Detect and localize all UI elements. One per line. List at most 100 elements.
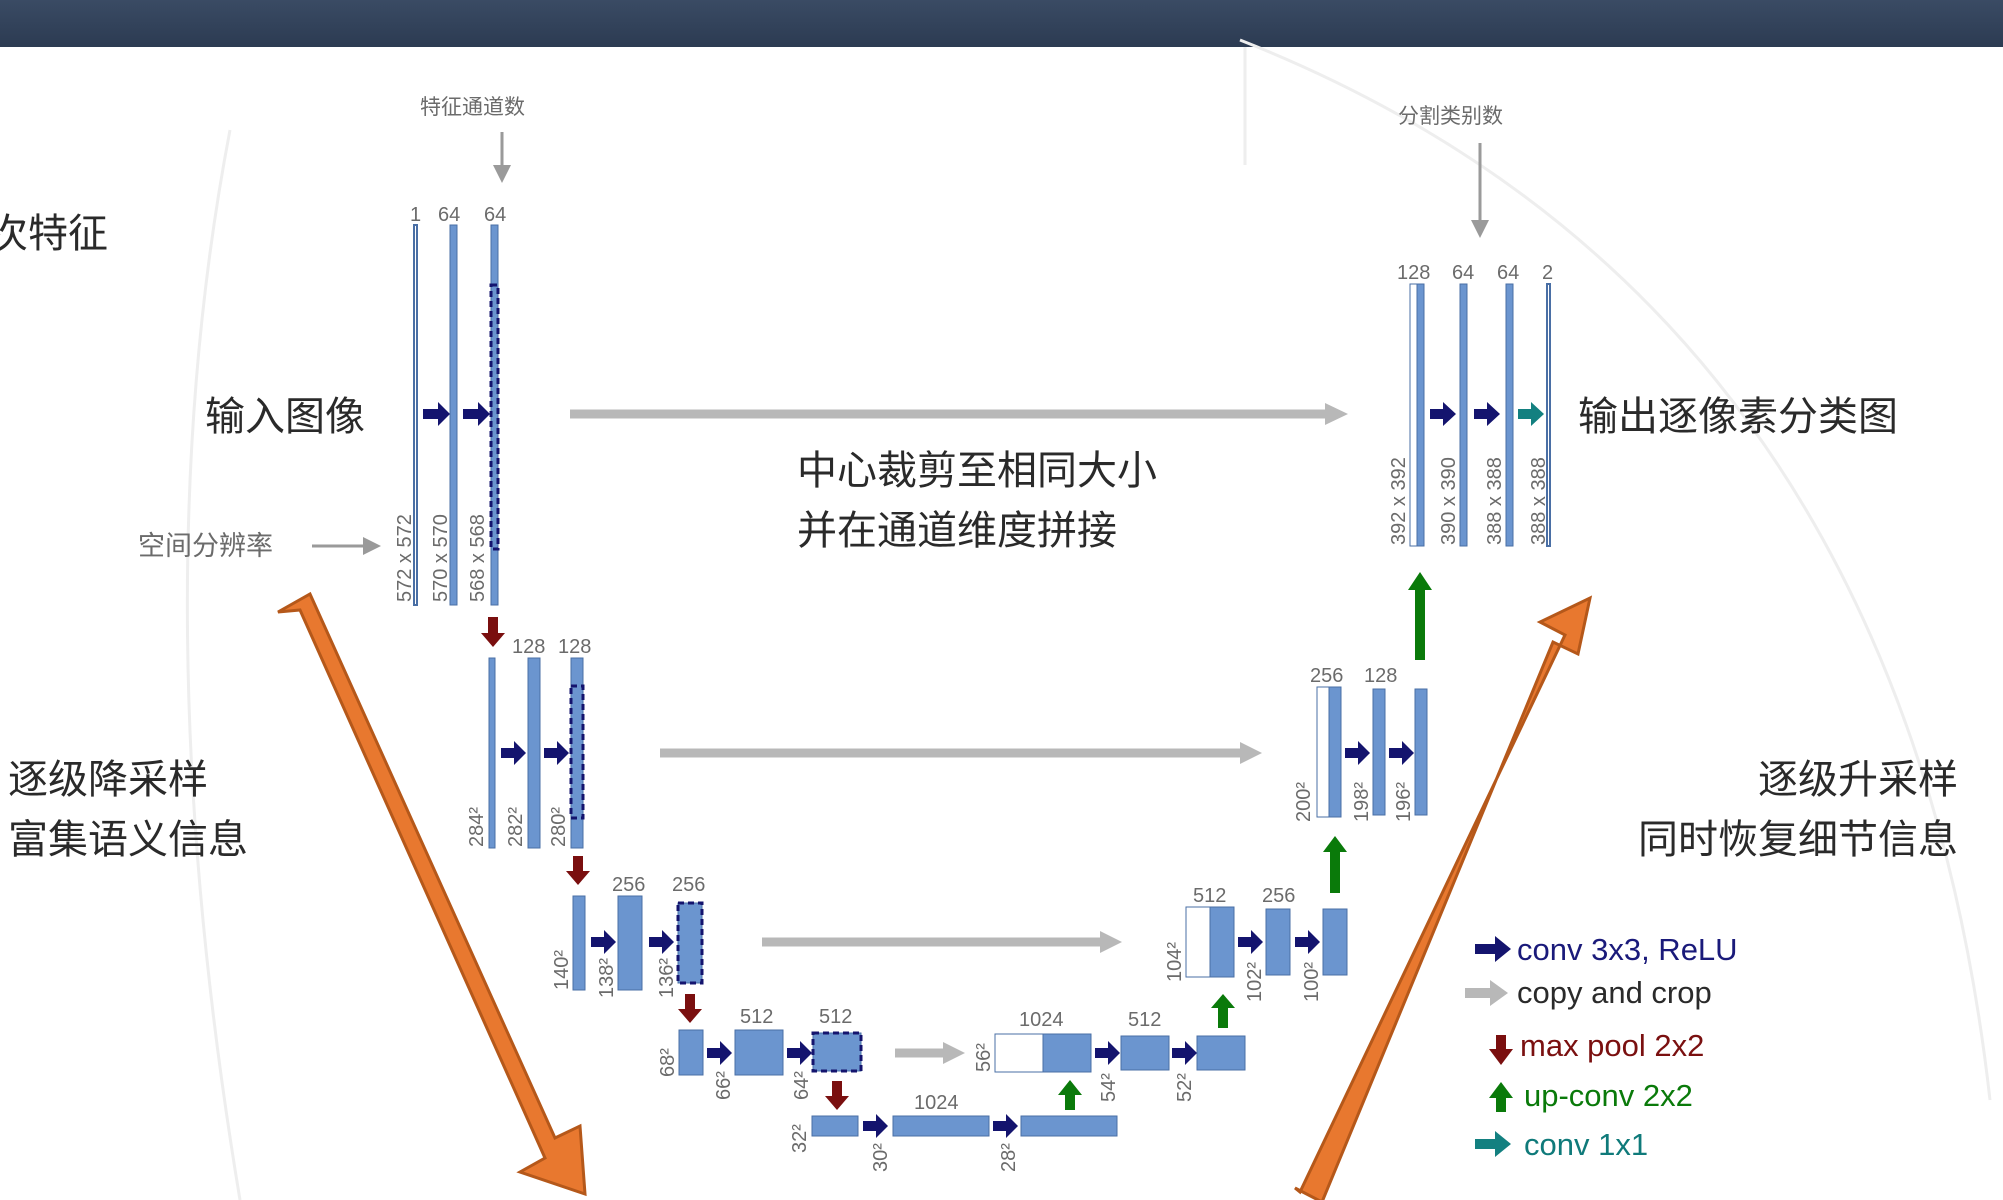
feature-map-enc1-conv1 xyxy=(449,224,458,606)
feature-map-dec3-conv2 xyxy=(1322,908,1348,976)
maxpool-arrow-enc2 xyxy=(566,856,590,885)
feature-map-dec2-copied xyxy=(1316,686,1330,818)
size-label-enc4-c: 64² xyxy=(791,1071,813,1100)
channel-label-enc1-a: 1 xyxy=(410,204,421,226)
conv-arrow-dec1-b xyxy=(1474,402,1500,426)
legend-upconv-label: up-conv 2x2 xyxy=(1524,1078,1693,1113)
feature-map-dec4-copied xyxy=(994,1033,1044,1073)
legend-maxpool-label: max pool 2x2 xyxy=(1520,1028,1704,1063)
feature-map-enc4-crop-region xyxy=(811,1031,863,1073)
size-label-dec1-b: 390 x 390 xyxy=(1438,457,1460,545)
conv-arrow-dec3-b xyxy=(1295,930,1320,954)
conv-arrow-dec4-a xyxy=(1095,1041,1120,1065)
upconv-arrow-dec2 xyxy=(1408,572,1432,660)
feature-map-output xyxy=(1546,283,1551,547)
size-label-enc4-b: 66² xyxy=(713,1071,735,1100)
channel-label-enc3-b: 256 xyxy=(672,874,705,896)
legend-conv1x1-label: conv 1x1 xyxy=(1524,1127,1648,1162)
downsample-big-arrow xyxy=(277,591,587,1197)
size-label-dec3-b: 102² xyxy=(1244,962,1266,1002)
feature-map-enc4-pool xyxy=(678,1029,704,1076)
feature-map-dec3-copied xyxy=(1185,906,1211,978)
size-label-enc2-c: 280² xyxy=(548,807,570,847)
size-label-bottleneck-a: 32² xyxy=(789,1124,811,1153)
conv-arrow-enc3-b xyxy=(649,930,674,954)
copy-crop-arrowhead-level1 xyxy=(1325,403,1348,425)
size-label-dec1-c: 388 x 388 xyxy=(1484,457,1506,545)
feature-map-enc3-pool xyxy=(572,895,586,991)
size-label-enc3-b: 138² xyxy=(596,958,618,998)
legend-maxpool-arrow-icon xyxy=(1489,1035,1513,1065)
input-image-label: 输入图像 xyxy=(205,394,365,440)
channel-label-dec1-c: 64 xyxy=(1497,262,1519,284)
conv-arrow-dec1-a xyxy=(1430,402,1456,426)
size-label-dec4-a: 56² xyxy=(973,1043,995,1072)
crop-text-line1: 中心裁剪至相同大小 xyxy=(797,448,1157,494)
feature-map-input xyxy=(413,224,418,606)
feature-map-dec2-upconv xyxy=(1328,686,1342,818)
feature-map-bottleneck-conv2 xyxy=(1020,1115,1118,1137)
feature-map-enc3-conv2 xyxy=(677,902,703,984)
conv-arrow-dec4-b xyxy=(1172,1041,1197,1065)
channel-label-enc1-c: 64 xyxy=(484,204,506,226)
background-arc-right xyxy=(1239,38,1992,1101)
maxpool-arrow-enc3 xyxy=(678,994,702,1023)
channel-label-dec2-b: 128 xyxy=(1364,665,1397,687)
size-label-bottleneck-b: 30² xyxy=(870,1143,892,1172)
partial-heading-text: 次特征 xyxy=(0,211,108,257)
legend-upconv-arrow-icon xyxy=(1489,1082,1513,1112)
size-label-enc1-c: 568 x 568 xyxy=(467,514,489,602)
size-label-enc3-a: 140² xyxy=(551,950,573,990)
size-label-enc3-c: 136² xyxy=(656,958,678,998)
channel-label-dec2-a: 256 xyxy=(1310,665,1343,687)
feature-map-dec1-conv2 xyxy=(1505,283,1514,547)
conv-arrow-enc4-b xyxy=(787,1041,812,1065)
downsample-text-line1: 逐级降采样 xyxy=(8,757,208,803)
copy-crop-arrowhead-level2 xyxy=(1240,742,1262,764)
channel-label-dec3-a: 512 xyxy=(1193,885,1226,907)
channel-label-enc1-b: 64 xyxy=(438,204,460,226)
upsample-big-arrow xyxy=(1294,595,1593,1200)
channel-label-dec4-a: 1024 xyxy=(1019,1009,1064,1031)
feature-map-dec4-conv1 xyxy=(1120,1035,1170,1071)
upsample-text-line2: 同时恢复细节信息 xyxy=(1638,817,1958,863)
channel-label-dec3-b: 256 xyxy=(1262,885,1295,907)
num-classes-label: 分割类别数 xyxy=(1398,104,1503,128)
size-label-dec3-c: 100² xyxy=(1301,962,1323,1002)
output-map-label: 输出逐像素分类图 xyxy=(1578,394,1898,440)
conv-arrow-enc2-b xyxy=(544,741,569,765)
conv-arrow-enc3-a xyxy=(591,930,616,954)
conv-arrow-enc2-a xyxy=(501,741,526,765)
feature-map-dec3-conv1 xyxy=(1265,908,1291,976)
copy-crop-arrowhead-level3 xyxy=(1100,931,1122,953)
conv-arrow-dec3-a xyxy=(1238,930,1263,954)
size-label-dec4-b: 54² xyxy=(1098,1073,1120,1102)
legend-conv-label: conv 3x3, ReLU xyxy=(1517,932,1738,967)
feature-map-enc2-crop-region xyxy=(569,684,585,820)
upconv-arrow-dec3 xyxy=(1323,836,1347,893)
conv-arrow-dec2-b xyxy=(1389,741,1414,765)
feature-map-enc4-conv1 xyxy=(734,1029,784,1076)
size-label-bottleneck-c: 28² xyxy=(998,1143,1020,1172)
size-label-enc4-a: 68² xyxy=(657,1048,679,1077)
conv1x1-arrow-output xyxy=(1518,402,1544,426)
channel-label-enc4-b: 512 xyxy=(819,1006,852,1028)
size-label-dec3-a: 104² xyxy=(1164,942,1186,982)
size-label-dec1-a: 392 x 392 xyxy=(1388,457,1410,545)
feature-map-dec1-conv1 xyxy=(1459,283,1468,547)
size-label-dec2-b: 198² xyxy=(1351,782,1373,822)
legend-copy-label: copy and crop xyxy=(1517,975,1712,1010)
feature-map-dec1-copied xyxy=(1409,283,1418,547)
feature-map-enc2-pool xyxy=(488,657,496,849)
maxpool-arrow-enc4 xyxy=(825,1081,849,1110)
feature-map-bottleneck-conv1 xyxy=(892,1115,990,1137)
channel-label-bottleneck: 1024 xyxy=(914,1092,959,1114)
legend: conv 3x3, ReLU copy and crop max pool 2x… xyxy=(1465,932,1738,1162)
crop-text-line2: 并在通道维度拼接 xyxy=(797,508,1117,554)
legend-conv-arrow-icon xyxy=(1475,936,1511,962)
feature-map-dec2-conv1 xyxy=(1372,688,1386,816)
size-label-enc1-b: 570 x 570 xyxy=(430,514,452,602)
feature-map-dec4-conv2 xyxy=(1196,1035,1246,1071)
feature-channels-label: 特征通道数 xyxy=(420,95,525,119)
